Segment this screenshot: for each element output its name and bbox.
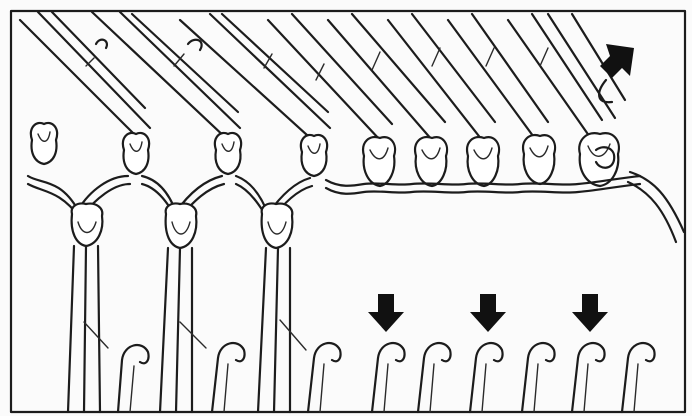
lower-needles — [68, 246, 655, 412]
upper-needles — [20, 12, 625, 145]
lower-hook-8 — [572, 343, 605, 412]
lower-loop-2 — [166, 203, 197, 248]
loop-6 — [415, 137, 447, 186]
loop-9 — [579, 133, 619, 186]
lower-hook-2 — [212, 343, 245, 412]
yarn-course — [28, 172, 684, 242]
lower-loops — [72, 203, 293, 248]
upper-needle-6 — [388, 20, 482, 140]
loop-7 — [467, 137, 499, 186]
loop-5 — [363, 137, 395, 186]
arrow-down-icon — [368, 294, 404, 332]
lower-hook-5 — [418, 343, 451, 412]
lower-hook-7 — [522, 343, 555, 412]
upper-hook-1 — [96, 40, 107, 48]
upper-needle-5 — [328, 20, 432, 140]
lower-hook-9 — [622, 343, 655, 412]
arrow-up-right-icon — [600, 44, 634, 78]
lower-needle-1 — [68, 246, 74, 412]
upper-needle-7 — [448, 20, 536, 140]
lower-hook-4 — [372, 343, 405, 412]
upper-needle-8 — [508, 20, 592, 140]
arrow-down-icon — [572, 294, 608, 332]
latch-1 — [84, 322, 108, 348]
lower-loop-1 — [72, 203, 103, 246]
lower-hook-3 — [308, 343, 341, 412]
arrow-down-icon — [470, 294, 506, 332]
loop-4 — [301, 135, 327, 176]
yarn-tail — [630, 172, 684, 232]
upper-needle-2 — [92, 12, 228, 140]
lower-hook-6 — [470, 343, 503, 412]
lower-loop-3 — [262, 203, 293, 248]
upper-hook-2 — [188, 40, 202, 50]
loop-3 — [215, 133, 241, 174]
loop-1 — [31, 123, 57, 164]
loop-2 — [123, 133, 149, 174]
latch-3 — [280, 320, 306, 350]
lower-needle-2 — [160, 248, 168, 412]
lower-needle-3 — [258, 248, 266, 412]
loop-8 — [523, 135, 555, 184]
upper-hook-right — [599, 80, 612, 102]
